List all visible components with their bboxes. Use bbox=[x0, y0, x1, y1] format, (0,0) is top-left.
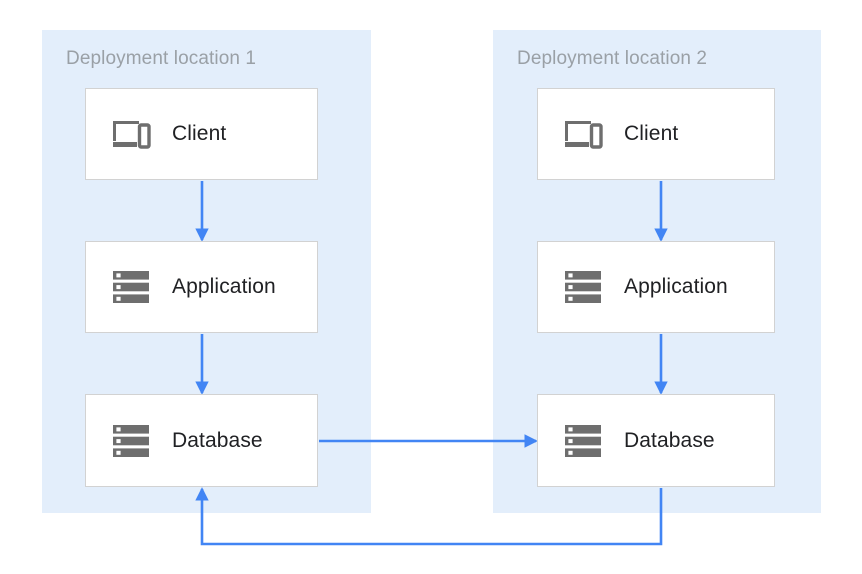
deployment-location-2-title: Deployment location 2 bbox=[517, 48, 708, 69]
node-application-1-label: Application bbox=[172, 275, 276, 298]
node-application-2[interactable]: Application bbox=[537, 241, 775, 333]
server-icon bbox=[556, 260, 610, 314]
node-database-2[interactable]: Database bbox=[537, 394, 775, 487]
server-icon bbox=[104, 260, 158, 314]
node-client-1[interactable]: Client bbox=[85, 88, 318, 180]
node-client-2-label: Client bbox=[624, 122, 679, 145]
devices-icon bbox=[104, 107, 158, 161]
database-icon bbox=[104, 414, 158, 468]
devices-icon bbox=[556, 107, 610, 161]
node-application-2-label: Application bbox=[624, 275, 728, 298]
node-client-2[interactable]: Client bbox=[537, 88, 775, 180]
deployment-location-1-title: Deployment location 1 bbox=[66, 48, 257, 69]
node-database-1[interactable]: Database bbox=[85, 394, 318, 487]
database-icon bbox=[556, 414, 610, 468]
node-client-1-label: Client bbox=[172, 122, 227, 145]
node-database-2-label: Database bbox=[624, 428, 715, 452]
node-application-1[interactable]: Application bbox=[85, 241, 318, 333]
node-database-1-label: Database bbox=[172, 428, 263, 452]
